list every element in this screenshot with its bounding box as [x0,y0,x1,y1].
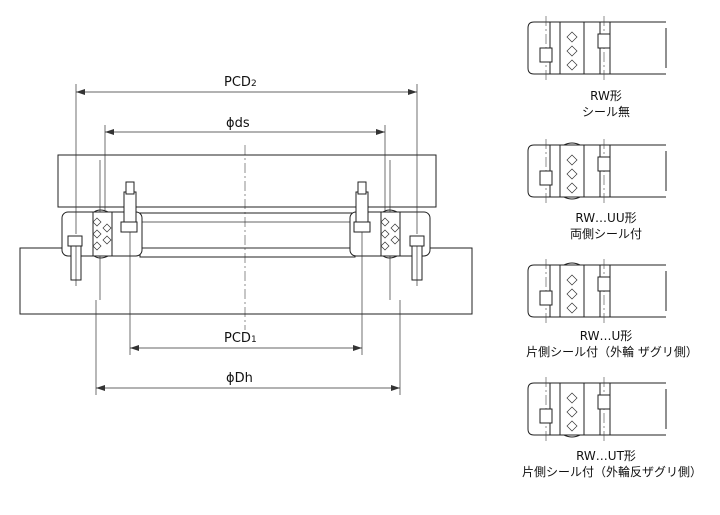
right-top-bolt [355,191,369,223]
variant-1-name: RW形 [590,89,622,103]
variant-2-name: RW…UU形 [575,211,636,225]
variant-3-desc: 片側シール付（外輪 ザグリ側） [526,344,698,359]
variant-4-name: RW…UT形 [576,449,636,463]
variant-3-name: RW…U形 [580,329,633,343]
pcd1-label: PCD1 [224,331,257,346]
pcd2-label: PCD2 [224,75,257,90]
dh-label: ϕDh [226,371,253,386]
right-bottom-bolt-head [409,235,425,247]
dimension-lines [75,84,418,395]
variant-icons [527,16,667,441]
left-bearing [61,160,143,300]
left-top-bolt [123,191,137,223]
lower-housing [19,247,473,315]
variant-icon-3 [527,259,667,323]
main-assembly [19,145,473,330]
variant-icon-1 [527,16,667,80]
right-bearing [349,160,431,300]
inner-shaft [139,212,356,258]
ds-label: ϕds [226,116,250,131]
variant-2-desc: 両側シール付 [570,227,642,241]
variant-4-desc: 片側シール付（外輪反ザグリ側） [522,464,702,479]
variant-1-desc: シール無 [582,104,630,119]
variant-icon-4 [527,377,667,441]
variant-icon-2 [527,139,667,203]
upper-housing [57,154,437,208]
left-bottom-bolt-head [67,235,83,247]
